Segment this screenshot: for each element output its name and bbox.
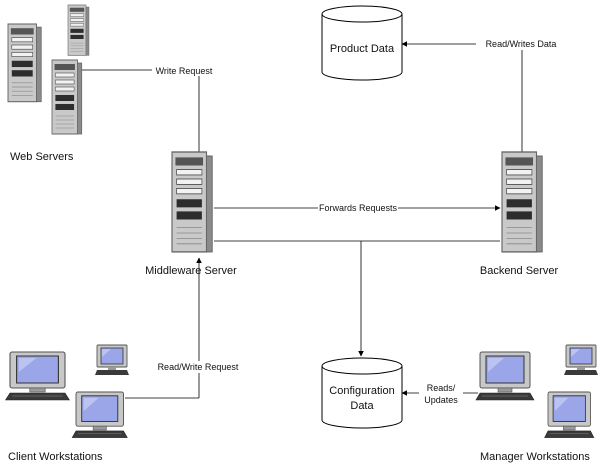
client-workstation-icon <box>5 351 70 401</box>
configuration-data-database-icon <box>321 357 403 429</box>
manager-workstations-label: Manager Workstations <box>480 451 590 463</box>
manager-workstation-icon <box>475 351 535 401</box>
backend-server-icon <box>501 151 543 253</box>
forwards-requests-label: Forwards Requests <box>319 203 398 213</box>
updates-label: Updates <box>424 395 458 405</box>
configuration-data-label-line1: Configuration <box>329 385 394 397</box>
client-workstation-icon <box>94 344 130 376</box>
middleware-server-label: Middleware Server <box>145 265 237 277</box>
web-server-icon <box>67 4 90 56</box>
product-data-database-icon <box>321 5 403 81</box>
write-request-label: Write Request <box>156 66 213 76</box>
web-servers-label: Web Servers <box>10 151 74 163</box>
middleware-server-icon <box>171 151 213 253</box>
backend-server-label: Backend Server <box>480 265 559 277</box>
read-writes-data-connector <box>401 41 523 153</box>
write-request-connector <box>82 69 202 159</box>
client-workstations-label: Client Workstations <box>8 451 103 463</box>
manager-workstation-icon <box>544 391 595 439</box>
web-server-icon <box>7 23 42 103</box>
read-write-request-label: Read/Write Request <box>158 362 239 372</box>
manager-workstation-icon <box>563 344 599 376</box>
product-data-label: Product Data <box>330 43 395 55</box>
web-server-icon <box>51 59 83 135</box>
configuration-data-label-line2: Data <box>350 400 374 412</box>
read-writes-data-label: Read/Writes Data <box>486 39 557 49</box>
reads-label: Reads/ <box>427 383 456 393</box>
client-workstation-icon <box>71 391 128 439</box>
